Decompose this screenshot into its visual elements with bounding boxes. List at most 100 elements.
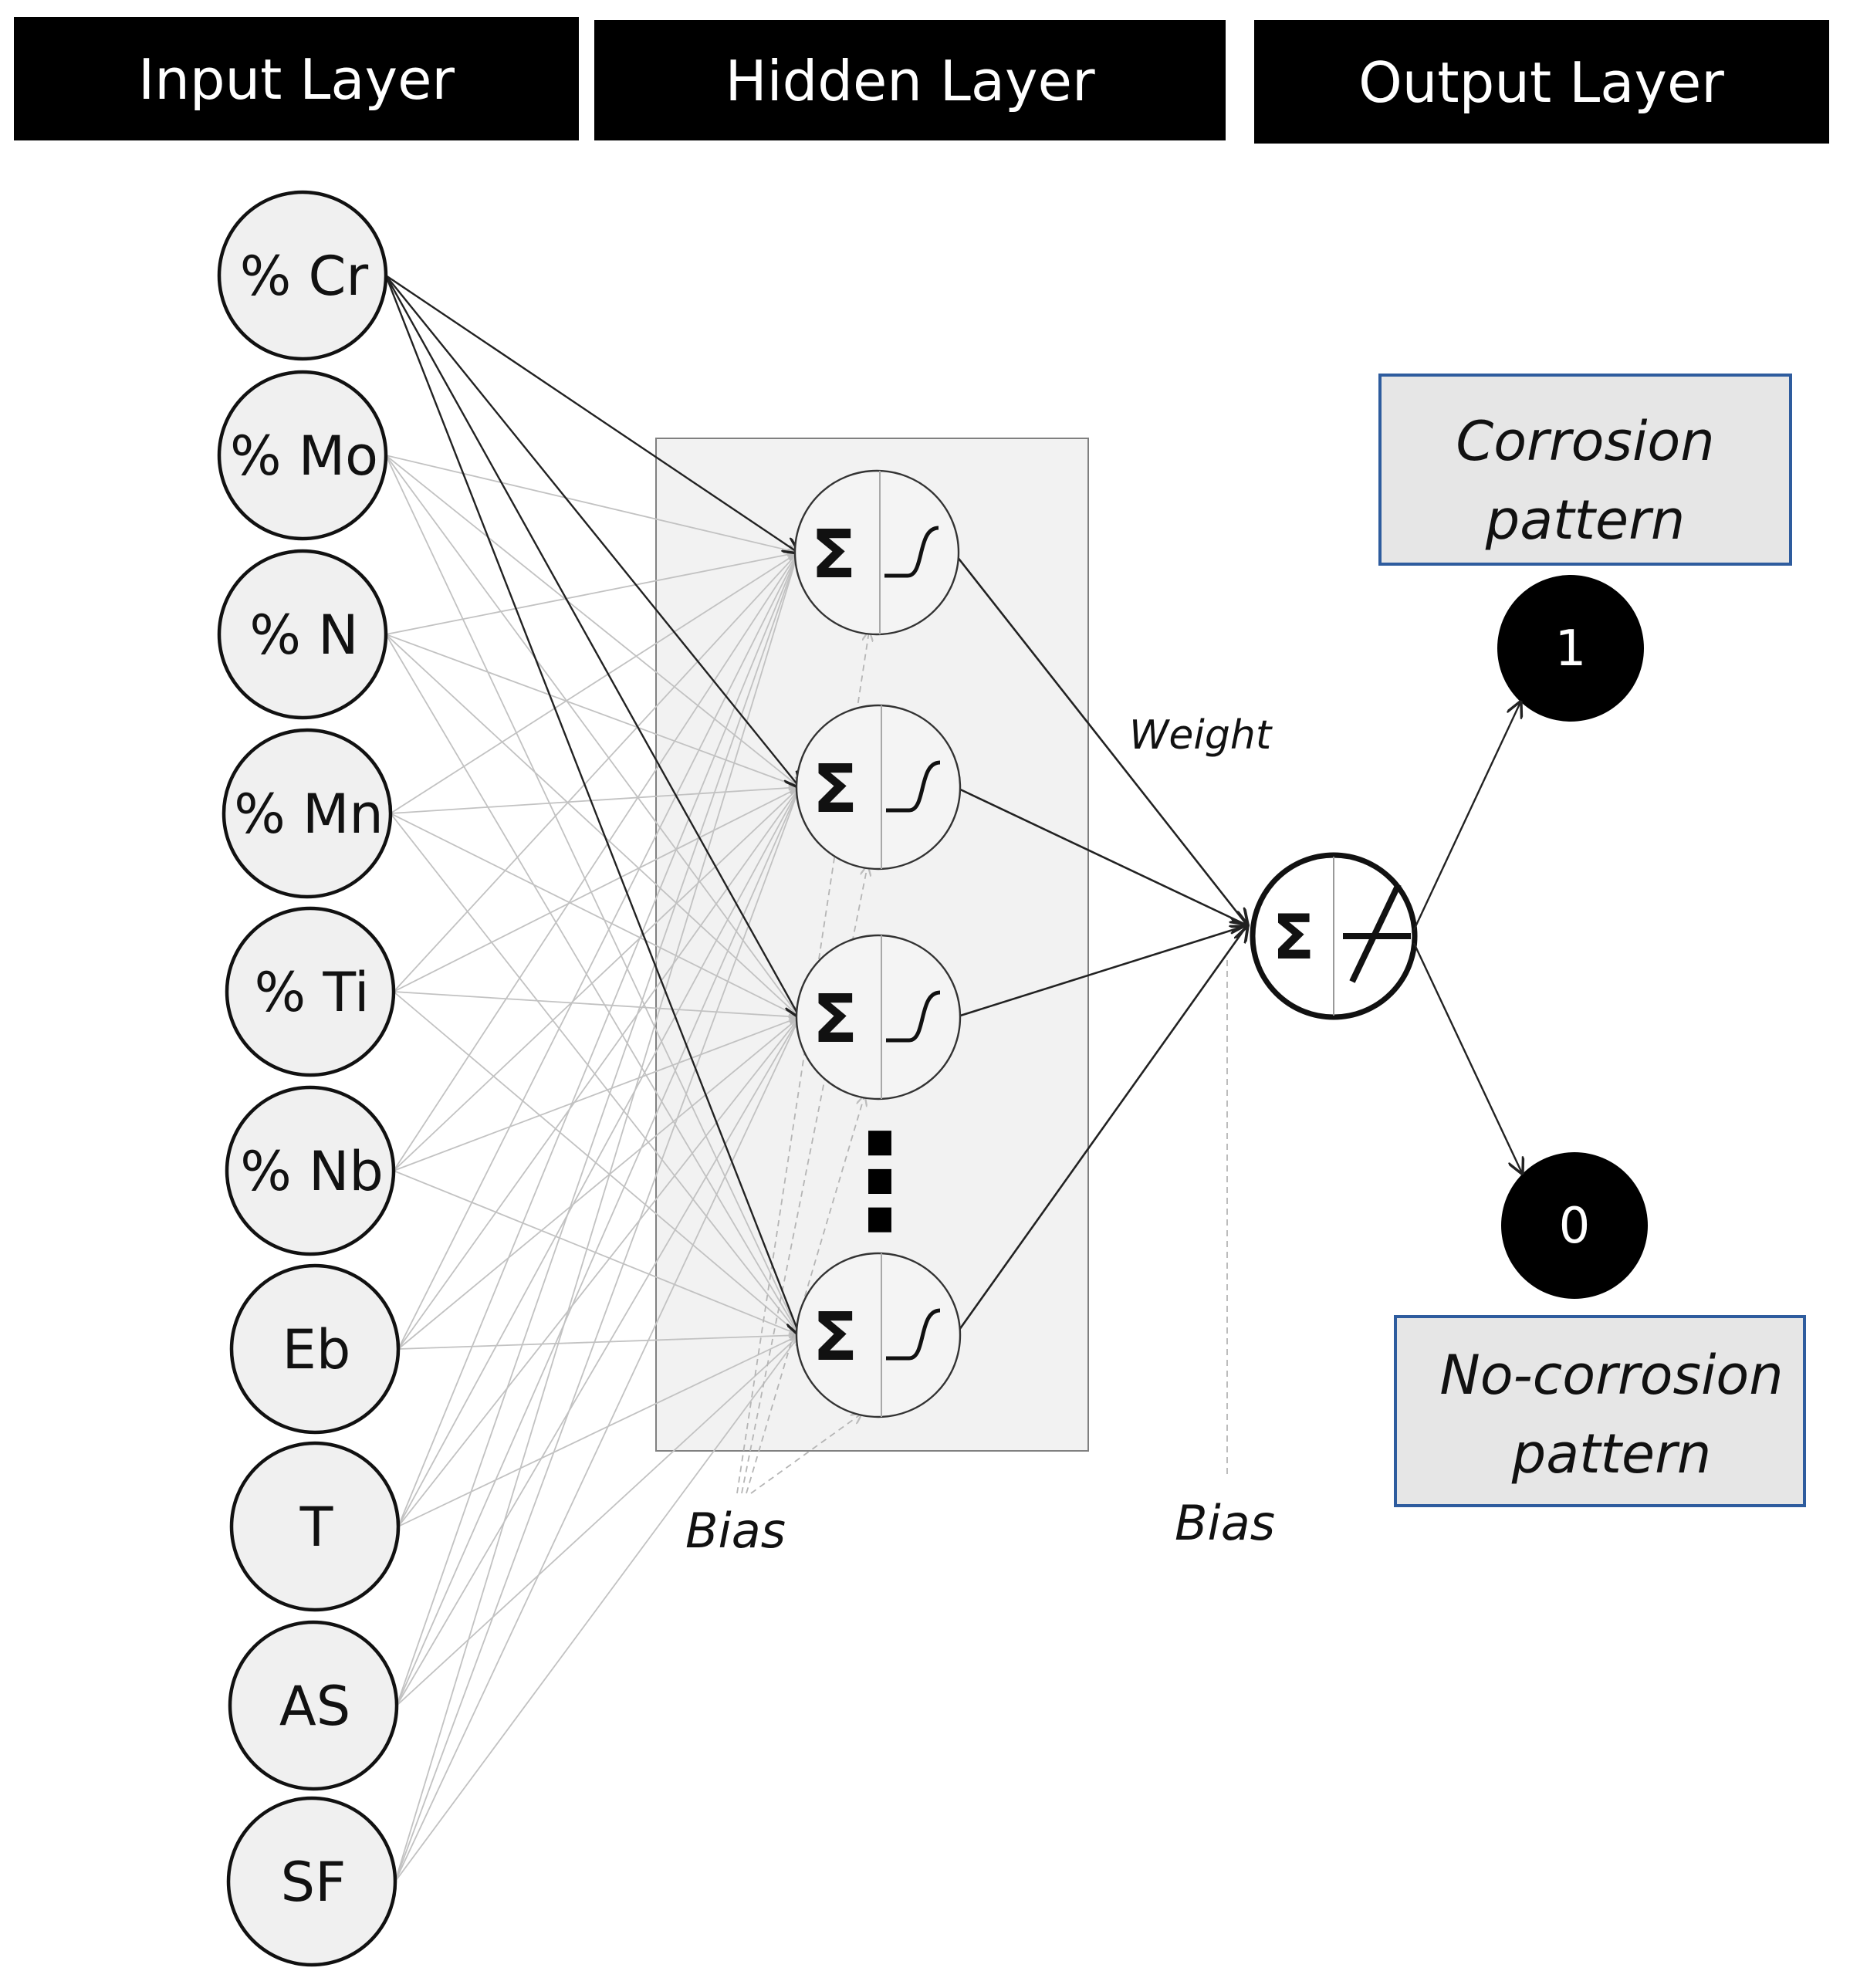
connection-input-4-to-hidden-1 <box>390 553 798 814</box>
input-node-circle <box>226 1796 397 1967</box>
connection-input-9-to-hidden-4 <box>396 1335 800 1706</box>
connection-input-6-to-hidden-3 <box>393 1017 800 1172</box>
output-bias-label: Bias <box>1175 1495 1275 1551</box>
input-node-6: % Nb <box>225 1085 396 1256</box>
connection-input-8-to-hidden-1 <box>397 553 798 1527</box>
output-class-1: Corrosion pattern 1 <box>1378 374 1792 722</box>
input-node-label: % Mo <box>230 424 378 488</box>
output-arrows <box>1412 702 1522 1173</box>
hidden-neuron-circle <box>795 934 962 1100</box>
input-node-circle <box>229 1263 401 1435</box>
input-node-4: % Mn <box>222 728 393 899</box>
connection-input-7-to-hidden-3 <box>397 1017 800 1350</box>
connection-input-10-to-hidden-2 <box>394 787 800 1882</box>
output-neuron-sum-symbol: Σ <box>1273 901 1315 973</box>
connection-input-6-to-hidden-1 <box>393 553 798 1172</box>
input-hidden-connections <box>385 455 800 1882</box>
input-node-circle <box>225 906 396 1077</box>
no-corrosion-caption-line2: pattern <box>1511 1422 1711 1486</box>
input-node-9: AS <box>228 1620 399 1791</box>
connection-hidden-4-to-output <box>954 925 1247 1336</box>
connection-input-1-to-hidden-2 <box>385 275 800 787</box>
connection-input-6-to-hidden-4 <box>393 1170 800 1335</box>
connection-input-3-to-hidden-2 <box>385 634 800 787</box>
input-node-circle <box>217 190 388 361</box>
connection-hidden-2-to-output <box>955 786 1247 925</box>
connection-input-6-to-hidden-2 <box>393 787 800 1172</box>
connection-input-8-to-hidden-2 <box>397 787 800 1527</box>
input-layer-nodes: % Cr % Mo % N % Mn % Ti % Nb EbT AS SF <box>217 190 401 1967</box>
connection-input-9-to-hidden-1 <box>396 553 798 1706</box>
connection-input-5-to-hidden-3 <box>393 991 800 1017</box>
input-node-7: Eb <box>229 1263 401 1435</box>
input-node-circle <box>228 1620 399 1791</box>
hidden-bias-label: Bias <box>685 1503 786 1559</box>
connection-input-4-to-hidden-3 <box>390 813 800 1017</box>
input-node-circle <box>225 1085 396 1256</box>
connection-input-1-to-hidden-3 <box>384 275 800 1017</box>
input-node-1: % Cr <box>217 190 388 361</box>
input-node-circle <box>229 1441 401 1612</box>
connection-input-7-to-hidden-1 <box>397 553 798 1350</box>
sum-symbol: Σ <box>811 516 857 593</box>
output-class-0: No-corrosion pattern 0 <box>1394 1152 1806 1507</box>
hidden-neuron-2: Σ <box>795 704 962 871</box>
bias-connection-hidden-3 <box>746 1096 864 1494</box>
no-corrosion-caption-box <box>1394 1315 1806 1507</box>
sum-symbol: Σ <box>813 1299 858 1376</box>
corrosion-caption-line1: Corrosion <box>1456 410 1714 473</box>
connection-input-3-to-hidden-4 <box>385 634 800 1335</box>
connection-input-9-to-hidden-2 <box>396 787 800 1706</box>
connection-input-8-to-hidden-3 <box>397 1017 800 1527</box>
input-node-label: % Nb <box>240 1140 384 1203</box>
input-node-label: SF <box>281 1851 347 1914</box>
connection-input-2-to-hidden-2 <box>385 455 800 787</box>
input-node-circle <box>222 728 393 899</box>
hidden-neuron-1: Σ <box>793 469 960 636</box>
hidden-ellipsis: ⋮ <box>814 1106 945 1259</box>
no-corrosion-caption-line1: No-corrosion <box>1439 1344 1783 1407</box>
connection-input-4-to-hidden-2 <box>390 787 800 814</box>
connection-hidden-1-to-output <box>952 552 1247 925</box>
input-layer-header-bar <box>14 17 579 140</box>
arrow-to-output-0 <box>1412 942 1522 1173</box>
bias-connection-hidden-4 <box>750 1414 861 1494</box>
weight-label: Weight <box>1129 712 1273 759</box>
connection-input-1-to-hidden-4 <box>384 275 800 1335</box>
input-node-3: % N <box>217 549 388 720</box>
hidden-neuron-4: Σ <box>795 1252 962 1418</box>
output-layer-header: Output Layer <box>1358 50 1724 115</box>
input-node-8: T <box>229 1441 401 1612</box>
input-node-label: AS <box>279 1675 350 1738</box>
input-node-label: Eb <box>282 1318 351 1381</box>
connection-input-3-to-hidden-3 <box>385 634 800 1017</box>
connection-input-5-to-hidden-1 <box>393 553 798 992</box>
layer-headers: Input Layer Hidden Layer Output Layer <box>14 17 1829 144</box>
input-node-label: % Mn <box>234 783 384 846</box>
connection-input-2-to-hidden-4 <box>385 455 800 1335</box>
input-node-circle <box>217 549 388 720</box>
connection-input-9-to-hidden-3 <box>396 1017 800 1706</box>
connection-input-3-to-hidden-1 <box>385 553 798 635</box>
connection-input-5-to-hidden-4 <box>393 991 800 1335</box>
hidden-neuron-3: Σ <box>795 934 962 1100</box>
output-node-1-value: 1 <box>1555 620 1587 678</box>
connection-input-8-to-hidden-4 <box>397 1335 800 1527</box>
input-layer-header: Input Layer <box>138 47 455 112</box>
hidden-neuron-circle <box>793 469 960 636</box>
input-node-5: % Ti <box>225 906 396 1077</box>
hidden-neuron-circle <box>795 704 962 871</box>
connection-input-1-to-hidden-1 <box>385 275 798 553</box>
connection-input-10-to-hidden-4 <box>394 1335 800 1882</box>
corrosion-caption-box <box>1378 374 1792 566</box>
output-layer-header-bar <box>1254 20 1829 144</box>
hidden-neuron-circle <box>795 1252 962 1418</box>
connection-input-10-to-hidden-1 <box>394 553 798 1882</box>
sigmoid-activation-icon <box>884 526 939 578</box>
connection-input-5-to-hidden-2 <box>393 787 800 992</box>
sigmoid-activation-icon <box>886 1308 941 1361</box>
linear-activation-icon <box>1343 883 1411 983</box>
hidden-layer-header: Hidden Layer <box>725 49 1095 113</box>
